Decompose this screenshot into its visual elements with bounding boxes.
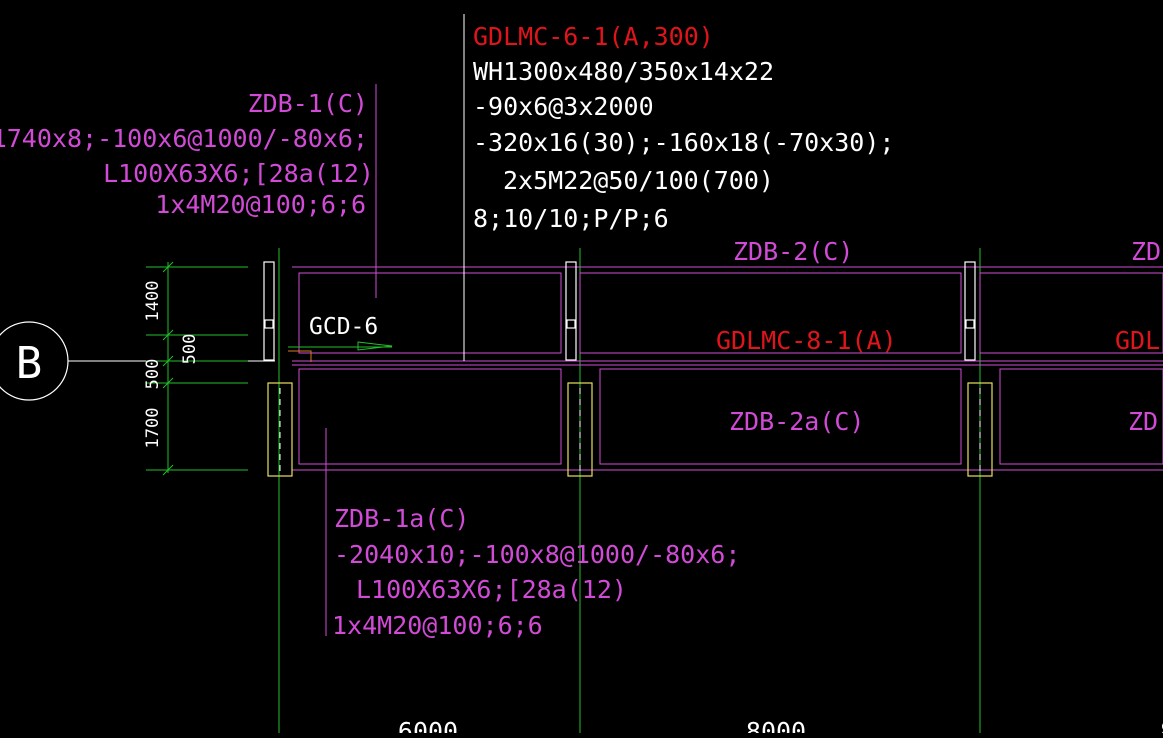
gdlmc8-label[interactable]: GDLMC-8-1(A): [716, 326, 897, 355]
zd-cut-label[interactable]: ZD: [1131, 237, 1161, 266]
zdb1a-title: ZDB-1a(C): [334, 504, 469, 533]
dim-500-upper: 500: [180, 334, 200, 365]
gdlmc6-line-1: WH1300x480/350x14x22: [473, 57, 774, 86]
zdb1-annotation[interactable]: ZDB-1(C) -1740x8;-100x6@1000/-80x6; L100…: [0, 89, 374, 219]
zdb2-label[interactable]: ZDB-2(C): [733, 237, 853, 266]
gdlmc6-line-4: 2x5M22@50/100(700): [503, 166, 774, 195]
zdb1a-annotation[interactable]: ZDB-1a(C) -2040x10;-100x8@1000/-80x6; L1…: [332, 504, 740, 640]
gdlmc6-line-2: -90x6@3x2000: [473, 92, 654, 121]
dim-500-lower: 500: [143, 359, 163, 390]
zd-cut-label-2[interactable]: ZD: [1128, 407, 1158, 436]
span-6000: 6000: [398, 717, 458, 733]
beam-lines: [292, 266, 1163, 471]
gdlmc6-title: GDLMC-6-1(A,300): [473, 22, 714, 51]
zdb1a-line-2: L100X63X6;[28a(12): [356, 575, 627, 604]
zdb2a-label[interactable]: ZDB-2a(C): [729, 407, 864, 436]
zdb1-line-2: L100X63X6;[28a(12): [103, 159, 374, 188]
grid-lines: [278, 248, 981, 733]
span-cut: 8: [1160, 717, 1163, 733]
dim-1700: 1700: [143, 408, 163, 449]
panel-zdb-2a[interactable]: [599, 368, 962, 465]
gdlmc6-annotation[interactable]: GDLMC-6-1(A,300) WH1300x480/350x14x22 -9…: [473, 22, 894, 233]
columns: [263, 261, 993, 477]
column-2[interactable]: [565, 261, 593, 477]
panel-zdb-1a[interactable]: [298, 368, 562, 465]
gcd6-label: GCD-6: [309, 314, 378, 340]
gcd6-marker[interactable]: GCD-6: [288, 314, 393, 362]
gdl-cut-label[interactable]: GDL: [1115, 326, 1160, 355]
panel-zdb-cut[interactable]: [979, 272, 1163, 354]
panel-zdb-1[interactable]: [298, 272, 562, 354]
leader-lines: [325, 14, 465, 636]
panel-zdb-2[interactable]: [579, 272, 962, 354]
span-8000: 8000: [746, 717, 806, 733]
plate-panels: [298, 272, 1163, 465]
dim-1400: 1400: [143, 281, 163, 322]
panel-zdb-cut-2[interactable]: [999, 368, 1163, 465]
gdlmc6-line-5: 8;10/10;P/P;6: [473, 204, 669, 233]
zdb1-title: ZDB-1(C): [248, 89, 368, 118]
axis-label: B: [16, 338, 43, 389]
gdlmc6-line-3: -320x16(30);-160x18(-70x30);: [473, 128, 894, 157]
column-1[interactable]: [263, 261, 293, 477]
left-dimension-chain: [146, 261, 248, 476]
zdb1a-line-1: -2040x10;-100x8@1000/-80x6;: [334, 540, 740, 569]
zdb1-line-3: 1x4M20@100;6;6: [155, 190, 366, 219]
zdb1-line-1: -1740x8;-100x6@1000/-80x6;: [0, 124, 368, 153]
zdb1a-line-3: 1x4M20@100;6;6: [332, 611, 543, 640]
column-3[interactable]: [964, 261, 993, 477]
